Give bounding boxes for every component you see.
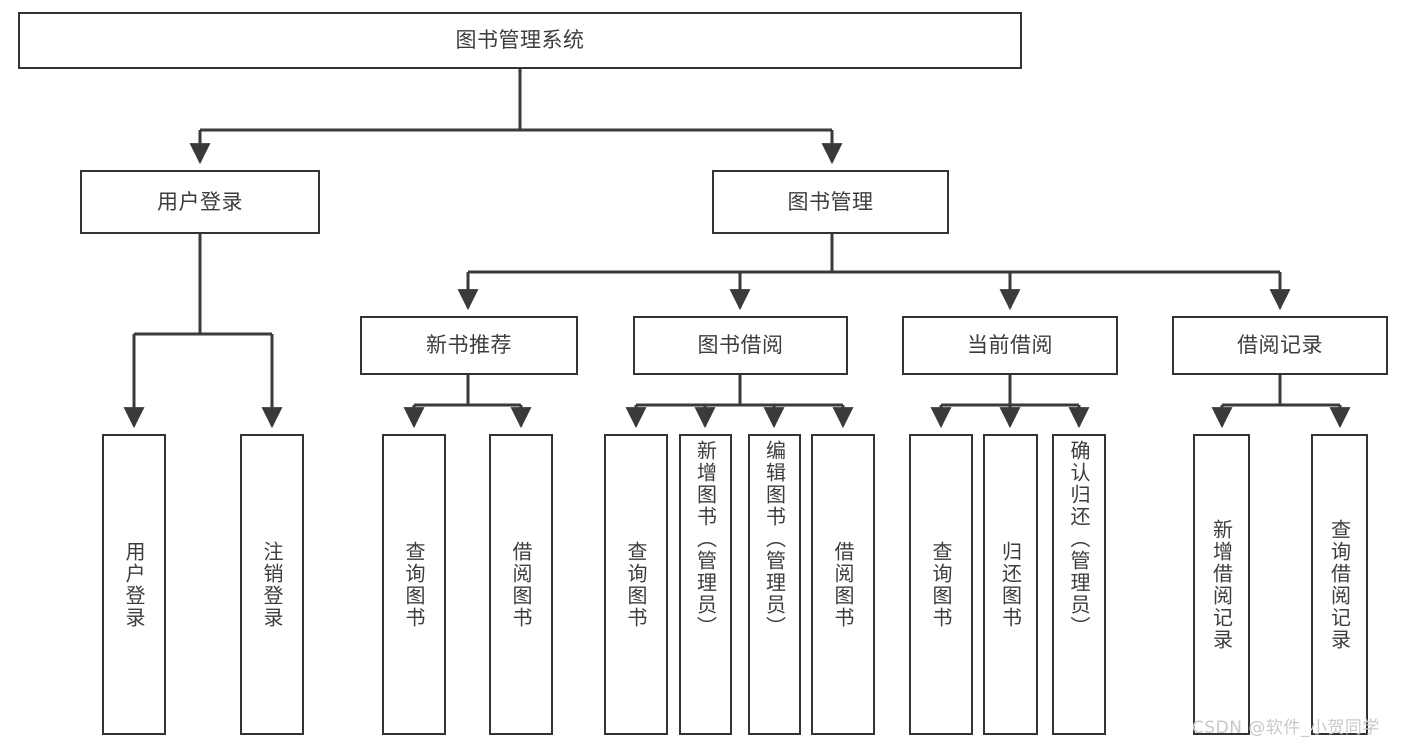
node-leaf-query-book-1-label: 查询图书: [402, 540, 426, 629]
node-user-login[interactable]: 用户登录: [80, 170, 320, 234]
node-book-management[interactable]: 图书管理: [712, 170, 949, 234]
node-leaf-query-book-2-label: 查询图书: [624, 540, 648, 629]
watermark: CSDN @软件_小贺同学: [1192, 718, 1380, 738]
node-leaf-query-book-3-label: 查询图书: [929, 540, 953, 629]
node-new-book-recommend-label: 新书推荐: [426, 333, 512, 358]
node-leaf-user-login-label: 用户登录: [122, 540, 146, 629]
node-leaf-logout-login-label: 注销登录: [260, 540, 284, 629]
node-book-borrow-label: 图书借阅: [697, 333, 784, 358]
node-leaf-return-book[interactable]: 归还图书: [983, 434, 1038, 735]
node-book-management-label: 图书管理: [787, 189, 874, 214]
node-leaf-return-book-label: 归还图书: [998, 540, 1023, 629]
node-borrow-record-label: 借阅记录: [1237, 333, 1323, 358]
node-leaf-query-book-3[interactable]: 查询图书: [909, 434, 973, 735]
node-user-login-label: 用户登录: [157, 189, 243, 214]
node-leaf-add-book[interactable]: 新增图书（管理员）: [679, 434, 732, 735]
node-leaf-query-record-label: 查询借阅记录: [1327, 518, 1352, 651]
node-leaf-add-book-label: 新增图书（管理员）: [693, 440, 718, 638]
node-leaf-add-record[interactable]: 新增借阅记录: [1193, 434, 1250, 735]
node-current-borrow-label: 当前借阅: [967, 333, 1053, 358]
node-leaf-query-book-1[interactable]: 查询图书: [382, 434, 446, 735]
node-root[interactable]: 图书管理系统: [18, 12, 1022, 69]
node-root-label: 图书管理系统: [455, 28, 585, 53]
node-current-borrow[interactable]: 当前借阅: [902, 316, 1118, 375]
node-leaf-borrow-book-2-label: 借阅图书: [831, 540, 855, 629]
node-leaf-logout-login[interactable]: 注销登录: [240, 434, 304, 735]
node-new-book-recommend[interactable]: 新书推荐: [360, 316, 578, 375]
node-leaf-add-record-label: 新增借阅记录: [1209, 518, 1234, 651]
node-leaf-query-record[interactable]: 查询借阅记录: [1311, 434, 1368, 735]
node-leaf-borrow-book-2[interactable]: 借阅图书: [811, 434, 875, 735]
node-leaf-edit-book[interactable]: 编辑图书（管理员）: [748, 434, 801, 735]
node-leaf-query-book-2[interactable]: 查询图书: [604, 434, 668, 735]
node-leaf-edit-book-label: 编辑图书（管理员）: [762, 440, 787, 638]
node-leaf-user-login[interactable]: 用户登录: [102, 434, 166, 735]
node-leaf-borrow-book-1[interactable]: 借阅图书: [489, 434, 553, 735]
node-leaf-confirm-return-label: 确认归还（管理员）: [1067, 440, 1091, 638]
node-borrow-record[interactable]: 借阅记录: [1172, 316, 1388, 375]
node-leaf-borrow-book-1-label: 借阅图书: [509, 540, 533, 629]
node-leaf-confirm-return[interactable]: 确认归还（管理员）: [1052, 434, 1106, 735]
node-book-borrow[interactable]: 图书借阅: [633, 316, 848, 375]
